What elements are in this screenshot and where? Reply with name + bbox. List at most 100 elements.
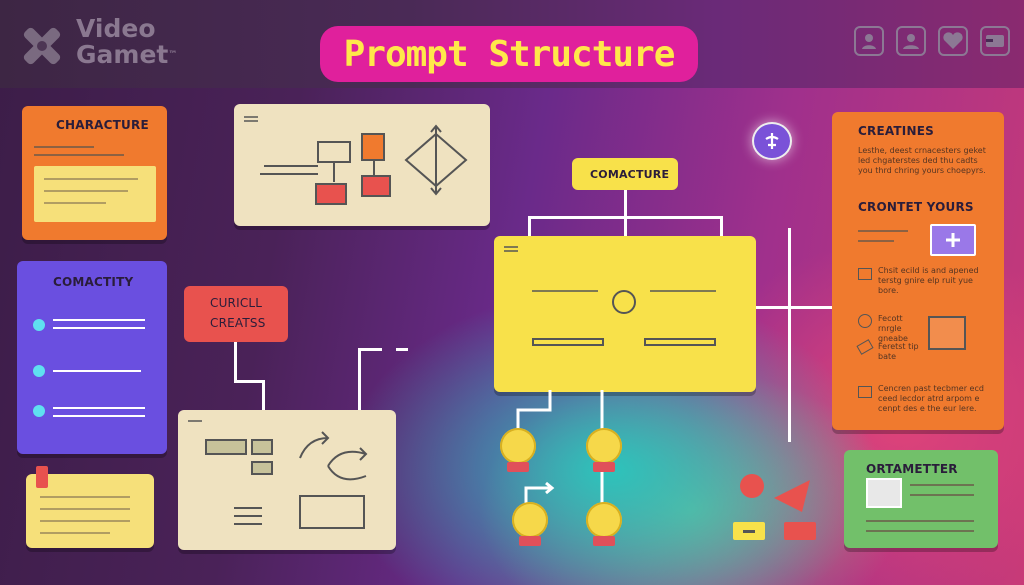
creatines-item1: Chsit ecild is and apened terstg gnire e… bbox=[878, 266, 979, 295]
circle-icon bbox=[858, 314, 872, 328]
checkbox-icon[interactable] bbox=[858, 268, 872, 280]
text-line bbox=[44, 178, 138, 180]
text-line bbox=[53, 370, 141, 372]
main-yellow-card[interactable] bbox=[494, 236, 756, 392]
user-group-icon[interactable] bbox=[896, 26, 926, 56]
text-line bbox=[44, 202, 106, 204]
connector-line bbox=[396, 348, 408, 351]
comactity-heading: COMACTITY bbox=[53, 275, 134, 289]
flag-icon[interactable] bbox=[980, 26, 1010, 56]
connector-line bbox=[358, 348, 382, 351]
image-placeholder bbox=[866, 478, 902, 508]
flowchart-card-top[interactable] bbox=[234, 104, 490, 226]
creatines-heading: CREATINES bbox=[858, 124, 934, 138]
text-line bbox=[53, 327, 145, 329]
pin-icon bbox=[36, 466, 48, 488]
warning-icon bbox=[858, 386, 872, 398]
menu-icon bbox=[504, 246, 518, 248]
menu-icon bbox=[188, 420, 202, 422]
text-line bbox=[40, 520, 130, 522]
plus-icon bbox=[946, 233, 960, 247]
text-line bbox=[53, 415, 145, 417]
connector-line bbox=[234, 380, 264, 383]
bullet-dot bbox=[33, 405, 45, 417]
connector-line bbox=[788, 228, 791, 442]
sticky-note-bottom[interactable] bbox=[26, 466, 154, 548]
tree-node-base bbox=[593, 536, 615, 546]
creatines-item3: Feretst tip bate bbox=[878, 342, 919, 361]
creatines-card[interactable]: CREATINES Lesthe, deest crnacesters geke… bbox=[832, 112, 1004, 430]
connector-line bbox=[624, 190, 627, 218]
tree-node-base bbox=[593, 462, 615, 472]
flowchart-diagram bbox=[260, 124, 468, 205]
menu-icon bbox=[244, 120, 258, 122]
creatines-item2: Fecott rnrgle gneabe bbox=[878, 314, 908, 343]
connector-line bbox=[624, 216, 627, 238]
comactity-card[interactable]: COMACTITY bbox=[17, 261, 167, 454]
text-line bbox=[532, 290, 598, 292]
text-line bbox=[34, 146, 94, 148]
bar-box bbox=[644, 338, 716, 346]
tree-node[interactable] bbox=[500, 428, 536, 464]
text-line bbox=[866, 530, 974, 532]
logo-icon bbox=[23, 27, 61, 65]
flowchart-diagram bbox=[205, 431, 368, 529]
text-line bbox=[44, 190, 128, 192]
bullet-dot bbox=[33, 365, 45, 377]
text-line bbox=[40, 508, 130, 510]
connector-line bbox=[720, 216, 723, 238]
triangle-icon bbox=[774, 480, 810, 512]
text-line bbox=[34, 154, 124, 156]
text-line bbox=[650, 290, 716, 292]
red-dot bbox=[740, 474, 764, 498]
bullet-dot bbox=[33, 319, 45, 331]
fleur-badge-icon[interactable] bbox=[752, 122, 792, 160]
header-bar: Video Gamet™ Prompt Structure bbox=[0, 0, 1024, 88]
tag-icon bbox=[856, 339, 874, 355]
character-card[interactable]: CHARACTURE bbox=[22, 106, 167, 240]
menu-icon bbox=[504, 250, 518, 252]
tree-node[interactable] bbox=[512, 502, 548, 538]
image-frame bbox=[928, 316, 966, 350]
creatines-text: Lesthe, deest crnacesters geket led chga… bbox=[858, 146, 986, 175]
header-icons bbox=[854, 26, 1010, 56]
text-line bbox=[53, 319, 145, 321]
flowchart-card-bottom[interactable] bbox=[178, 410, 396, 550]
text-line bbox=[866, 520, 974, 522]
connector-line bbox=[358, 348, 361, 410]
text-line bbox=[40, 532, 110, 534]
brand-name: Video Gamet™ bbox=[76, 14, 178, 69]
text-line bbox=[53, 407, 145, 409]
character-heading: CHARACTURE bbox=[56, 118, 149, 132]
connector-line bbox=[234, 342, 237, 382]
sticky-note bbox=[34, 166, 156, 222]
yellow-chip[interactable] bbox=[733, 522, 765, 540]
heart-icon[interactable] bbox=[938, 26, 968, 56]
text-line bbox=[858, 240, 894, 242]
user-icon[interactable] bbox=[854, 26, 884, 56]
text-line bbox=[858, 230, 908, 232]
tree-node-base bbox=[507, 462, 529, 472]
text-line bbox=[40, 496, 130, 498]
menu-icon bbox=[244, 116, 258, 118]
bar-box bbox=[532, 338, 604, 346]
curicll-box[interactable]: CURICLL CREATSS bbox=[184, 286, 288, 342]
red-chip[interactable] bbox=[784, 522, 816, 540]
connector-line bbox=[262, 380, 265, 410]
connector-line bbox=[756, 306, 834, 309]
connector-line bbox=[528, 216, 531, 238]
comacture-label[interactable]: COMACTURE bbox=[572, 158, 678, 190]
curicll-line2: CREATSS bbox=[210, 316, 266, 330]
tree-node-base bbox=[519, 536, 541, 546]
creatines-item4: Cencren past tecbmer ecd ceed lecdor atr… bbox=[878, 384, 984, 413]
add-button[interactable] bbox=[930, 224, 976, 256]
tree-node[interactable] bbox=[586, 428, 622, 464]
ortametter-card[interactable]: ORTAMETTER bbox=[844, 450, 998, 548]
creatines-subheading: CRONTET YOURS bbox=[858, 200, 974, 214]
comacture-heading: COMACTURE bbox=[590, 168, 670, 181]
ortametter-heading: ORTAMETTER bbox=[866, 462, 958, 476]
text-line bbox=[910, 494, 974, 496]
circle-node bbox=[612, 290, 636, 314]
tree-node[interactable] bbox=[586, 502, 622, 538]
curicll-line1: CURICLL bbox=[210, 296, 263, 310]
